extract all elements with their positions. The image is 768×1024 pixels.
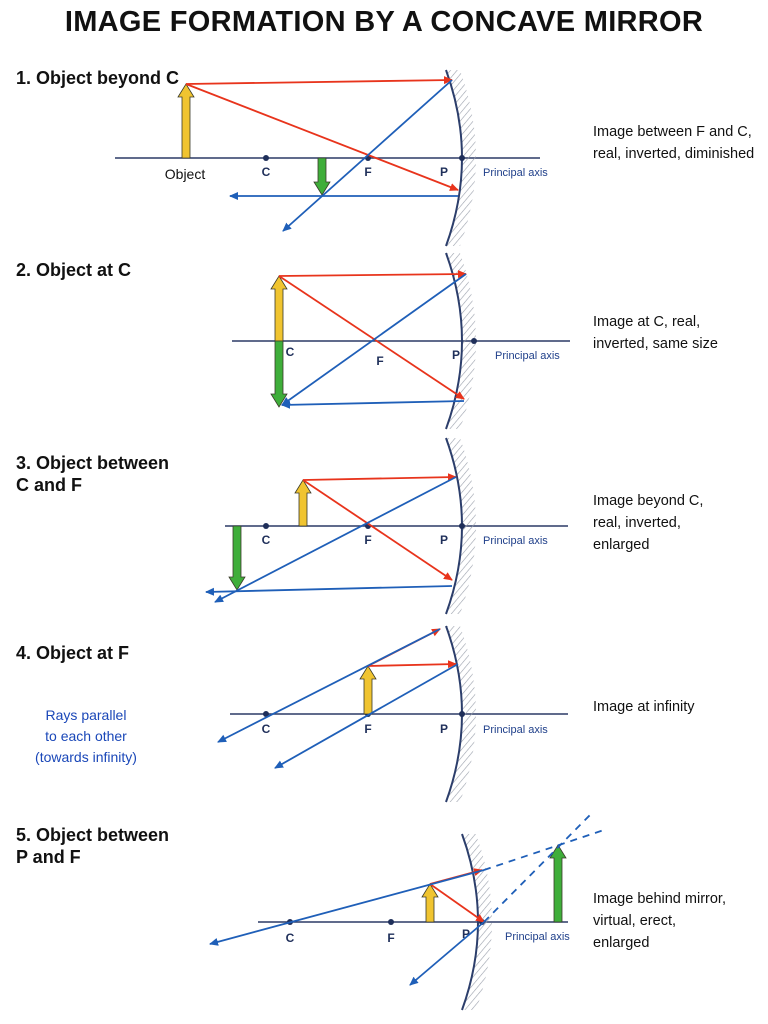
point-p	[459, 523, 465, 529]
point-label-f: F	[387, 931, 394, 945]
image-arrow	[270, 340, 288, 408]
incident-ray-to-pole	[429, 883, 485, 923]
case-5-title: 5. Object between	[16, 825, 169, 845]
case-5-title: P and F	[16, 847, 81, 867]
point-label-p: P	[440, 165, 448, 179]
object-arrow	[421, 883, 439, 923]
point-label-p: P	[462, 927, 470, 941]
reflected-ray-through-f	[214, 476, 457, 603]
reflected-ray-through-c	[209, 869, 485, 946]
case-1-description: real, inverted, diminished	[593, 146, 754, 162]
point-c	[263, 155, 269, 161]
page-title: IMAGE FORMATION BY A CONCAVE MIRROR	[64, 6, 704, 38]
incident-ray-parallel	[367, 660, 457, 669]
incident-ray-parallel	[185, 76, 453, 85]
principal-axis-label: Principal axis	[495, 350, 560, 362]
point-label-c: C	[286, 931, 295, 945]
case-5-description: enlarged	[593, 935, 649, 951]
mirror-hatching	[446, 438, 476, 614]
point-p	[471, 338, 477, 344]
virtual-ray-extension-upper	[483, 829, 605, 871]
case-3-description: Image beyond C,	[593, 493, 703, 509]
case-1-title: 1. Object beyond C	[16, 68, 179, 88]
case-3-title: 3. Object between	[16, 453, 169, 473]
point-label-c: C	[262, 722, 271, 736]
incident-ray-parallel	[278, 270, 467, 279]
point-label-c: C	[262, 165, 271, 179]
point-label-f: F	[364, 722, 371, 736]
reflected-ray-upper	[217, 628, 441, 743]
object-arrow	[294, 479, 312, 527]
reflected-ray-through-f	[282, 79, 453, 232]
object-label: Object	[165, 166, 206, 182]
point-c	[263, 711, 269, 717]
mirror-hatching	[446, 626, 476, 802]
principal-axis-label: Principal axis	[483, 167, 548, 179]
case-4-note: Rays parallel	[46, 707, 127, 723]
point-label-p: P	[440, 533, 448, 547]
reflected-ray-through-f	[281, 273, 467, 406]
case-4-title: 4. Object at F	[16, 643, 129, 663]
mirror-hatching	[462, 834, 492, 1010]
point-label-f: F	[364, 165, 371, 179]
case-3-title: C and F	[16, 475, 82, 495]
reflected-ray-from-pole	[409, 921, 485, 986]
incident-ray-through-f	[302, 479, 453, 581]
point-p	[459, 711, 465, 717]
reflected-ray-parallel	[205, 585, 453, 596]
point-c	[263, 523, 269, 529]
mirror-hatching	[446, 70, 476, 246]
case-2-description: Image at C, real,	[593, 314, 700, 330]
case-4-note: (towards infinity)	[35, 749, 137, 765]
incident-ray-parallel	[302, 473, 457, 482]
object-arrow	[177, 83, 195, 159]
reflected-ray-lower	[274, 663, 459, 769]
principal-axis-label: Principal axis	[483, 724, 548, 736]
case-2-title: 2. Object at C	[16, 260, 131, 280]
incident-ray-through-f	[278, 275, 465, 400]
image-arrow	[228, 525, 246, 591]
case-5-description: virtual, erect,	[593, 913, 676, 929]
case-4-note: to each other	[45, 728, 127, 744]
case-2-description: inverted, same size	[593, 336, 718, 352]
incident-ray-through-f	[185, 83, 459, 191]
case-4-description: Image at infinity	[593, 699, 695, 715]
point-p	[459, 155, 465, 161]
mirror-hatching	[446, 253, 476, 429]
point-label-f: F	[376, 354, 383, 368]
virtual-ray-extension-lower	[483, 814, 591, 923]
point-f	[388, 919, 394, 925]
principal-axis-label: Principal axis	[505, 931, 570, 943]
point-label-f: F	[364, 533, 371, 547]
case-1-description: Image between F and C,	[593, 124, 752, 140]
case-5-description: Image behind mirror,	[593, 891, 726, 907]
case-3-description: real, inverted,	[593, 515, 681, 531]
reflected-ray-parallel	[281, 400, 465, 409]
point-label-p: P	[452, 348, 460, 362]
object-arrow	[359, 665, 377, 715]
point-label-c: C	[286, 345, 295, 359]
principal-axis-label: Principal axis	[483, 535, 548, 547]
case-3-description: enlarged	[593, 537, 649, 553]
point-label-p: P	[440, 722, 448, 736]
object-arrow	[270, 275, 288, 342]
image-arrow	[549, 844, 567, 923]
image-arrow	[313, 157, 331, 196]
point-label-c: C	[262, 533, 271, 547]
